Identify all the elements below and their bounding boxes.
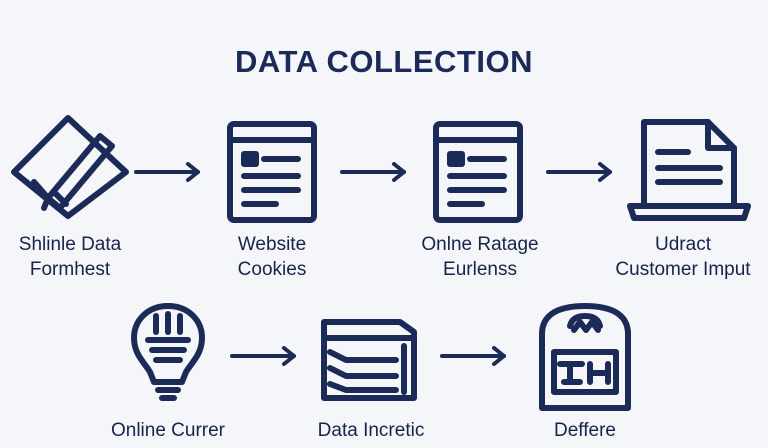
data-stack-icon bbox=[320, 314, 418, 402]
node-label-line: Website bbox=[237, 234, 307, 255]
document-icon bbox=[226, 120, 318, 224]
node-label-line: Cookies bbox=[237, 259, 307, 280]
node-label-data-incretic: Data Incretic bbox=[296, 418, 446, 443]
node-label-online-currer: Online Currer bbox=[90, 418, 246, 443]
arrow-right bbox=[230, 346, 300, 371]
node-label-onlne-ratage: Onlne Ratage Eurlenss bbox=[402, 232, 558, 282]
node-label-deffere: Deffere bbox=[520, 418, 650, 443]
arrow-right bbox=[134, 162, 204, 187]
node-label-website-cookies: Website Cookies bbox=[202, 232, 342, 282]
arrow-right bbox=[440, 346, 510, 371]
document-icon bbox=[432, 120, 524, 224]
laptop-document-icon bbox=[626, 116, 752, 224]
node-label-udract-customer: Udract Customer Imput bbox=[598, 232, 768, 282]
node-label-line: Shlinle Data bbox=[18, 234, 122, 255]
arrow-right bbox=[340, 162, 410, 187]
diagram-title: DATA COLLECTION bbox=[235, 44, 533, 79]
node-label-line: Customer Imput bbox=[615, 259, 751, 280]
arrow-right bbox=[546, 162, 616, 187]
lightbulb-icon bbox=[130, 302, 206, 402]
node-label-line: Deffere bbox=[554, 420, 616, 441]
node-label-line: Onlne Ratage bbox=[421, 234, 539, 255]
node-label-line: Data Incretic bbox=[317, 420, 425, 441]
node-label-line: Eurlenss bbox=[443, 259, 517, 280]
node-label-line: Formhest bbox=[29, 259, 111, 280]
node-label-line: Online Currer bbox=[110, 420, 226, 441]
node-label-line: Udract bbox=[655, 234, 711, 255]
pen-on-tablet-icon bbox=[8, 112, 132, 222]
archive-box-icon bbox=[536, 300, 634, 412]
node-label-shlinle-data: Shlinle Data Formhest bbox=[0, 232, 140, 282]
